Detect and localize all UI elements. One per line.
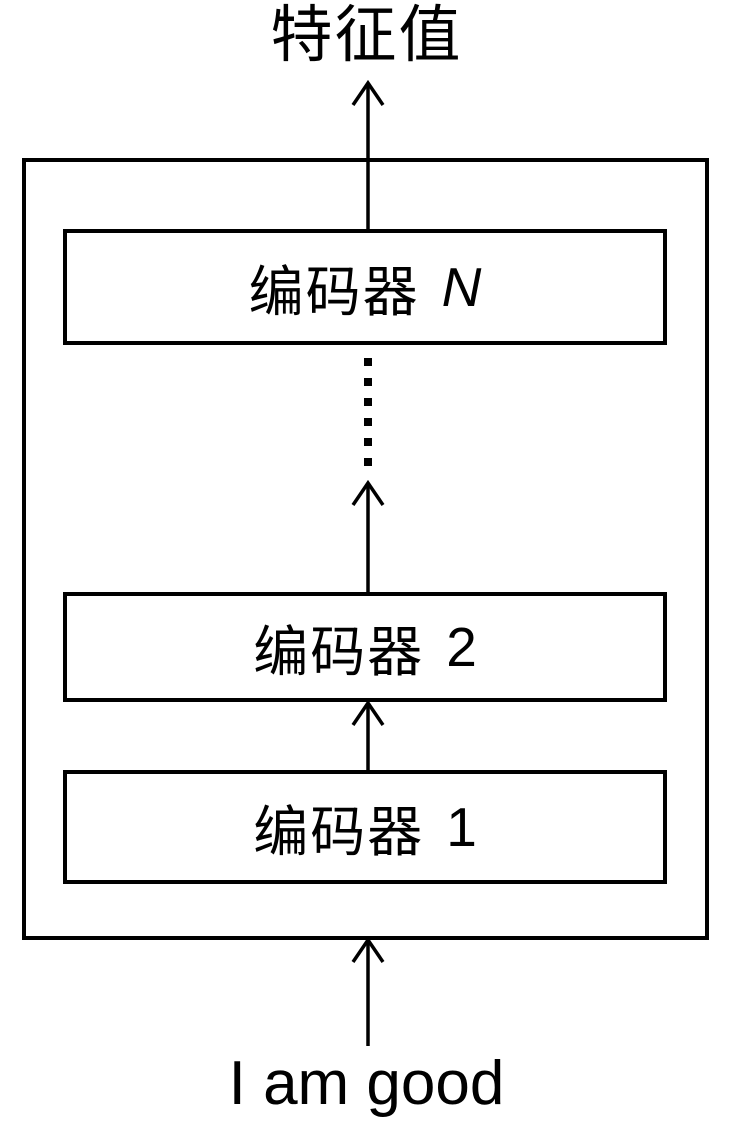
encoder-n-index: N [441, 256, 482, 318]
encoder-n-label: 编码器 [248, 261, 420, 323]
encoder-1-index: 1 [446, 796, 477, 858]
encoder-2-index: 2 [446, 616, 477, 678]
encoder-2-label: 编码器 [253, 621, 425, 683]
input-up-arrow-icon [351, 936, 385, 1046]
encoder-1-box: 编码器 1 [63, 770, 667, 884]
encoder-stack-container [22, 158, 709, 940]
input-sentence-label: I am good [228, 1049, 505, 1118]
encoder-n-box: 编码器 N [63, 229, 667, 345]
encoder-2-box: 编码器 2 [63, 592, 667, 702]
output-feature-label: 特征值 [270, 1, 463, 70]
encoder-1-label: 编码器 [253, 801, 425, 863]
